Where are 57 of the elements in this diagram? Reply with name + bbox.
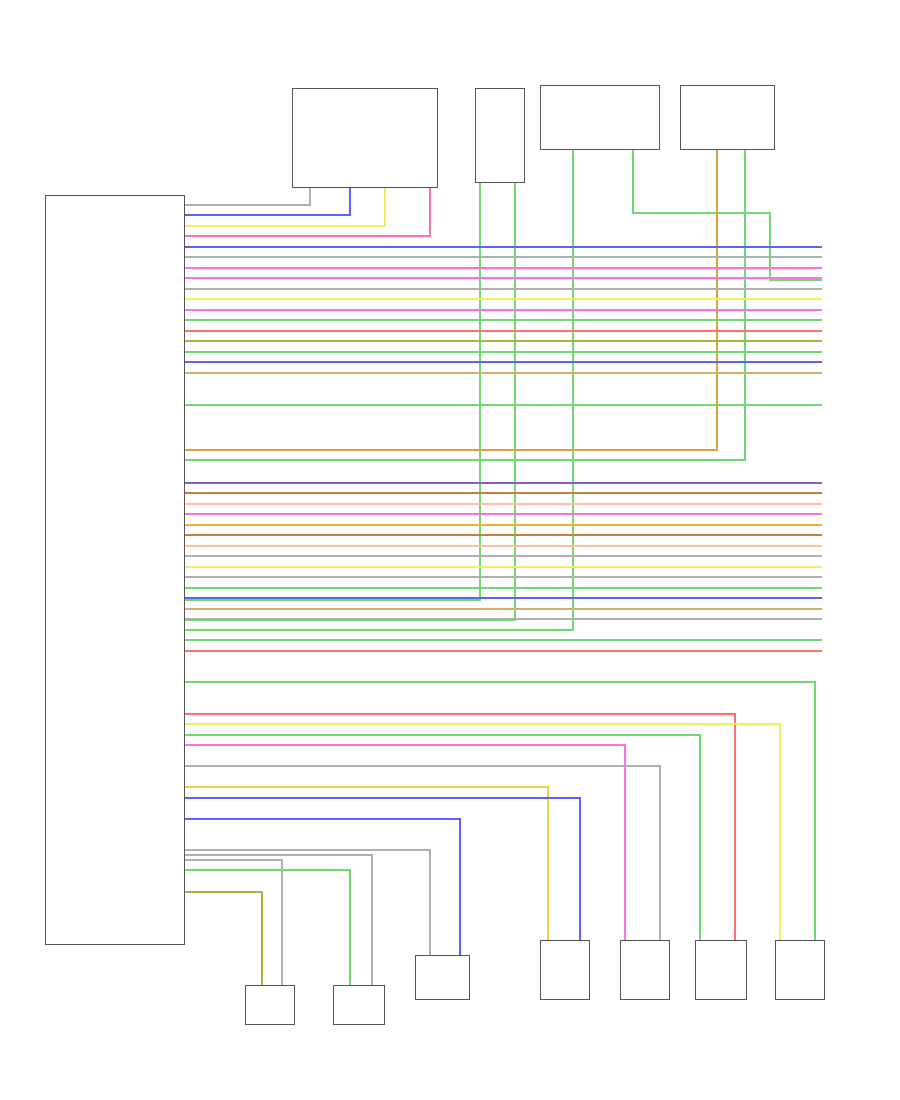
wire	[184, 256, 823, 258]
wire	[184, 330, 823, 332]
wire	[184, 492, 823, 494]
wire	[184, 891, 263, 986]
wire	[184, 503, 823, 505]
wire	[184, 267, 823, 269]
wire	[184, 576, 823, 578]
switch-box	[540, 940, 590, 1000]
wire	[184, 277, 823, 279]
switch-box	[540, 85, 660, 150]
wire	[184, 288, 823, 290]
wire	[184, 681, 816, 941]
wire	[184, 319, 823, 321]
wire	[184, 524, 823, 526]
wire	[184, 849, 431, 956]
wire	[184, 566, 823, 568]
wire	[184, 149, 574, 631]
sensor-box	[245, 985, 295, 1025]
wire	[184, 545, 823, 547]
wire	[184, 361, 823, 363]
wire	[184, 597, 823, 599]
switch-box	[695, 940, 747, 1000]
wire	[184, 187, 351, 216]
wire	[184, 482, 823, 484]
wire	[184, 246, 823, 248]
sensor-box	[680, 85, 775, 150]
wire	[184, 309, 823, 311]
sensor-box	[333, 985, 385, 1025]
control-module-box	[45, 195, 185, 945]
wire	[184, 744, 626, 941]
component-box	[292, 88, 438, 188]
wire	[184, 340, 823, 342]
sensor-box	[475, 88, 525, 183]
wire	[184, 818, 461, 956]
switch-box	[620, 940, 670, 1000]
switch-box	[415, 955, 470, 1000]
wire	[184, 298, 823, 300]
wire	[184, 859, 283, 986]
wire	[184, 639, 823, 641]
wire	[184, 854, 373, 986]
wire	[184, 372, 823, 374]
wire	[184, 351, 823, 353]
wire	[184, 187, 431, 237]
wire	[184, 765, 661, 941]
wire	[184, 618, 823, 620]
wire	[184, 187, 311, 206]
wire	[184, 404, 823, 406]
wire	[184, 534, 823, 536]
wire	[184, 555, 823, 557]
wire	[184, 587, 823, 589]
wire	[632, 149, 823, 281]
switch-box	[775, 940, 825, 1000]
wire	[184, 513, 823, 515]
wire	[184, 187, 386, 227]
wire	[184, 608, 823, 610]
wire	[184, 869, 351, 986]
wire	[184, 650, 823, 652]
